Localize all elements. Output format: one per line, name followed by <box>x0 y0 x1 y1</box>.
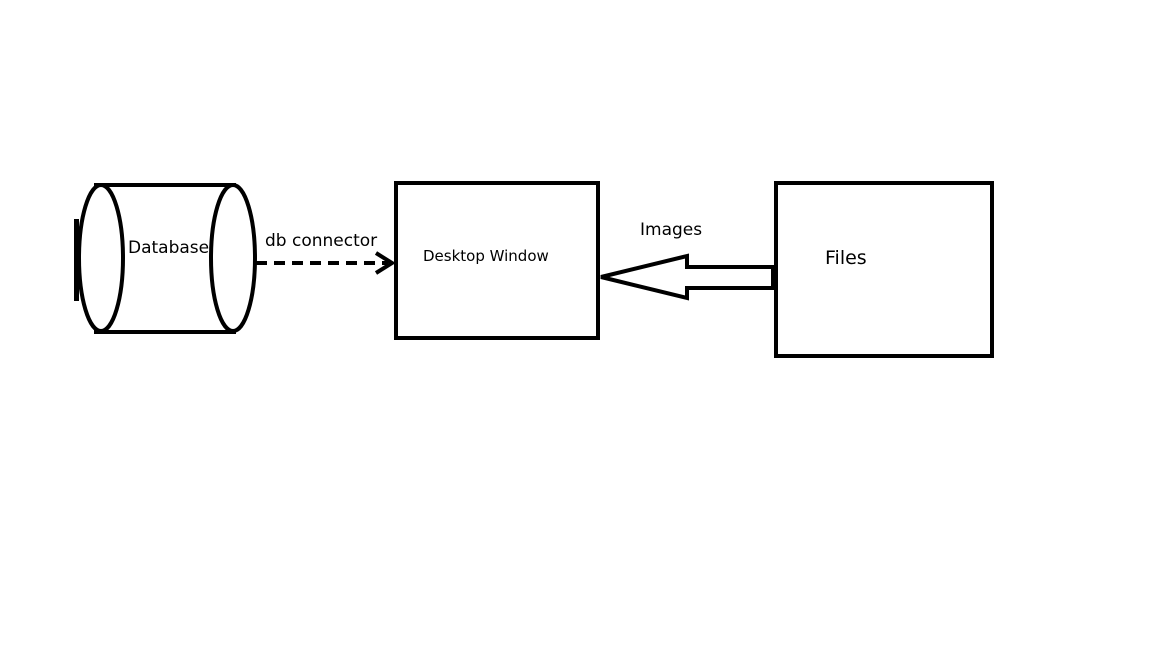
files-node[interactable]: Files <box>774 181 994 358</box>
images-arrow-tail-mark <box>771 266 776 289</box>
database-left-mark <box>74 219 79 301</box>
db-connector-label: db connector <box>265 231 377 251</box>
desktop-window-label: Desktop Window <box>423 247 549 265</box>
files-label: Files <box>825 247 867 269</box>
db-connector-arrowhead <box>374 251 396 275</box>
files-box <box>774 181 994 358</box>
database-node[interactable]: Database <box>74 183 257 334</box>
database-label: Database <box>128 238 209 258</box>
database-right-cap <box>209 183 257 333</box>
database-left-cap <box>77 183 125 333</box>
desktop-window-box <box>394 181 600 340</box>
images-label: Images <box>640 220 702 240</box>
images-edge: Images <box>600 220 776 301</box>
desktop-window-node[interactable]: Desktop Window <box>394 181 600 340</box>
images-block-arrow <box>600 253 776 301</box>
db-connector-edge: db connector <box>256 231 396 275</box>
